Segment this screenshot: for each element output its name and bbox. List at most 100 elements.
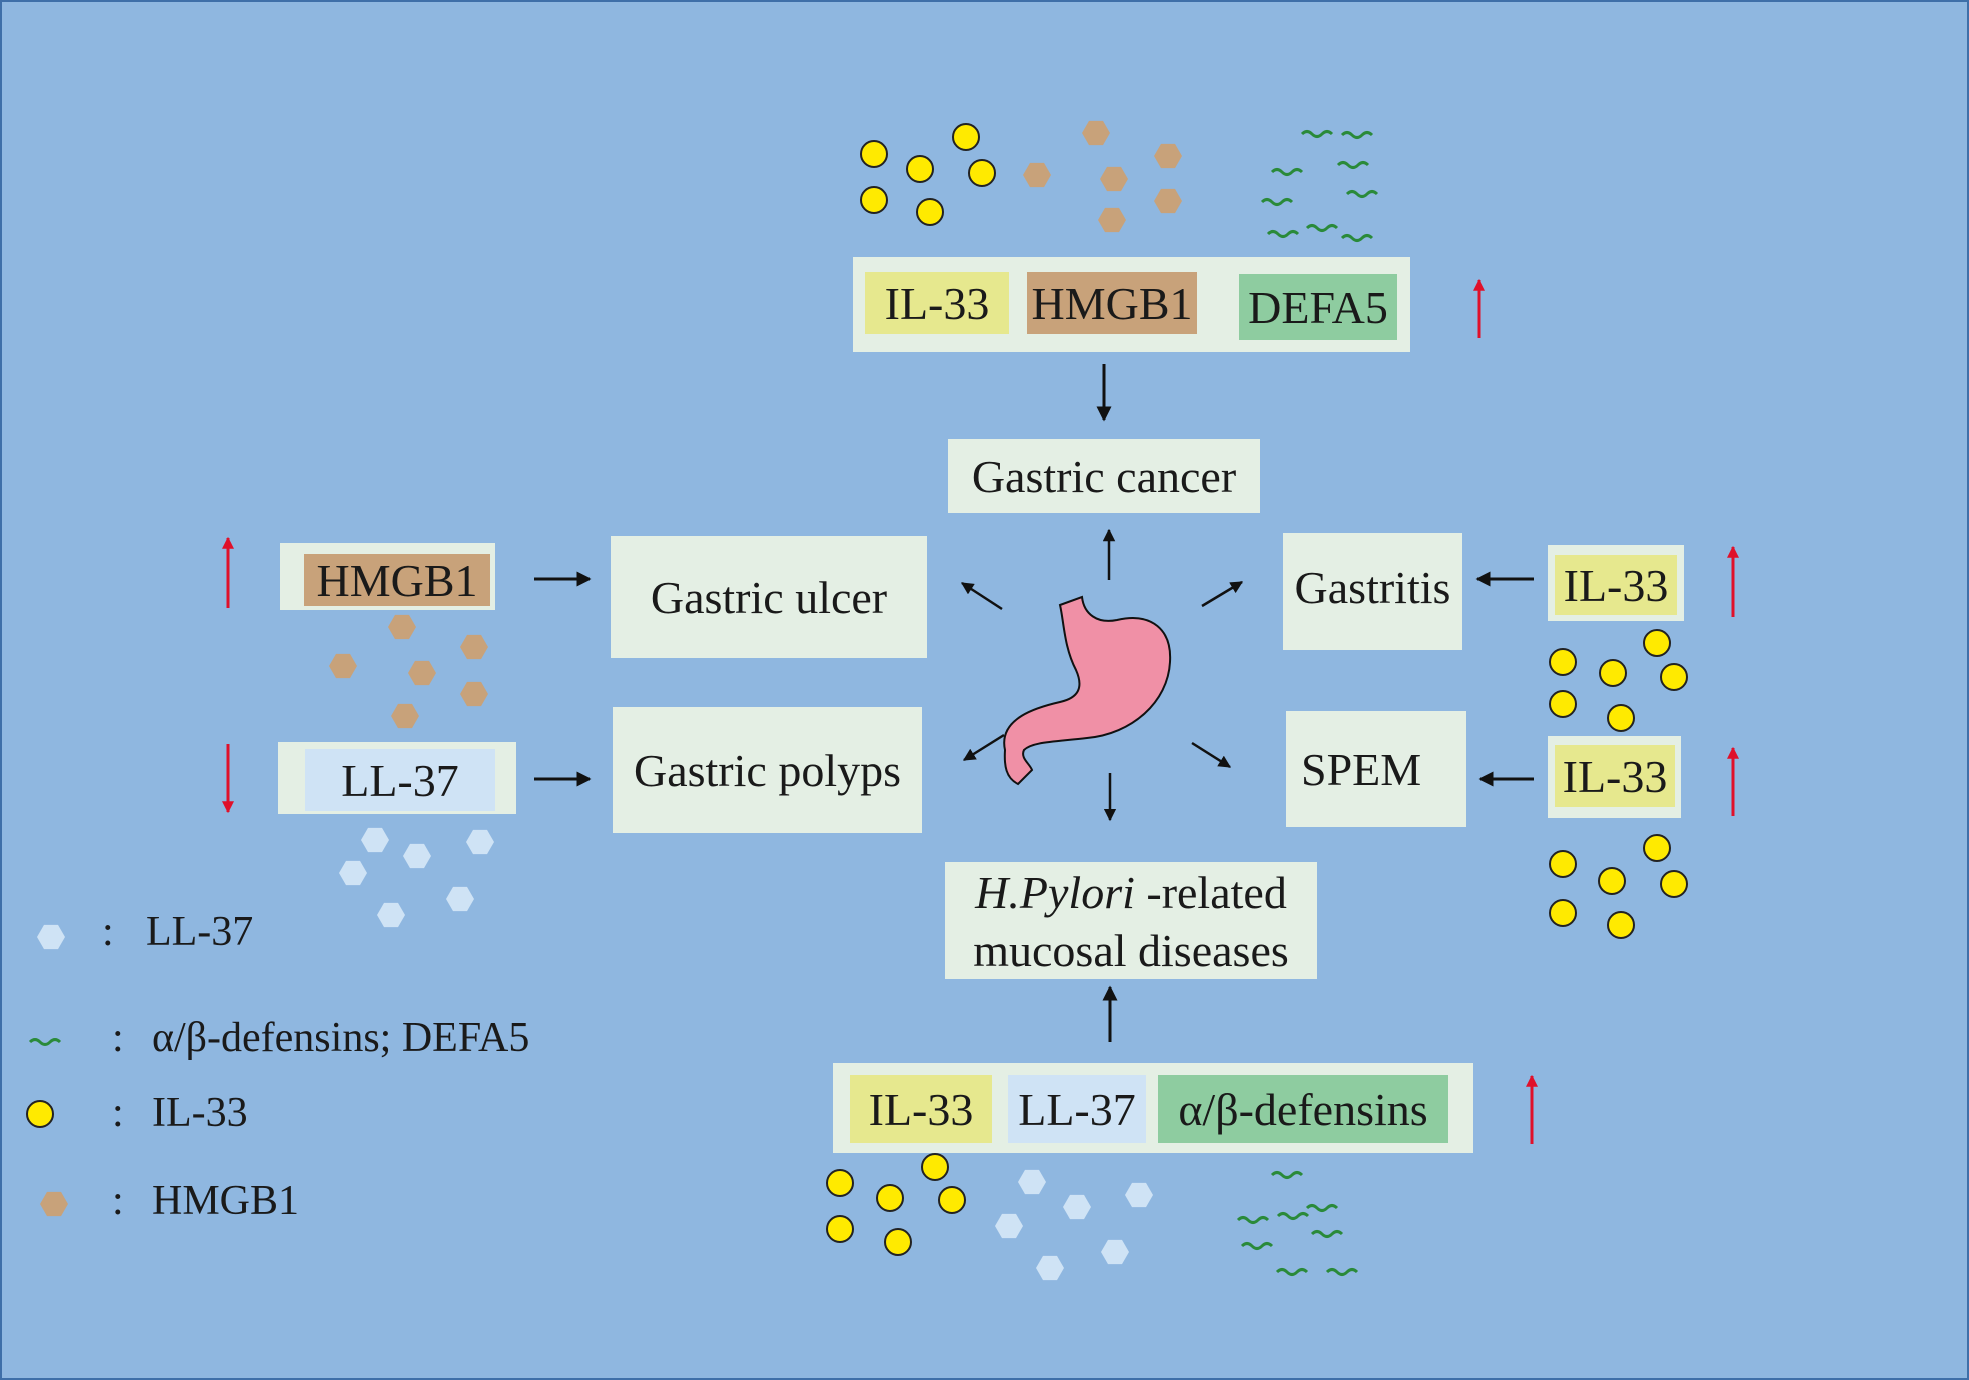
- il33-particle-icon: [1607, 704, 1635, 732]
- il33-particle-icon: [1549, 648, 1577, 676]
- hpylori-disease-box: [945, 862, 1317, 979]
- marker-il33: IL-33: [865, 272, 1009, 334]
- hmgb1-particle-icon: [40, 1191, 68, 1217]
- defensin-particle-icon: [1236, 1216, 1270, 1224]
- ll37-particle-icon: [466, 829, 494, 855]
- marker-hmgb1: HMGB1: [304, 554, 490, 606]
- il33-particle-icon: [1549, 690, 1577, 718]
- ll37-particle-icon: [1018, 1169, 1046, 1195]
- marker-il33: IL-33: [1555, 555, 1677, 615]
- hmgb1-particle-icon: [1154, 143, 1182, 169]
- ll37-particle-icon: [1101, 1239, 1129, 1265]
- hmgb1-particle-icon: [391, 703, 419, 729]
- ll37-particle-icon: [377, 902, 405, 928]
- hmgb1-particle-icon: [1023, 162, 1051, 188]
- hpylori-related-suffix: -related: [1134, 866, 1287, 918]
- ll37-particle-icon: [446, 886, 474, 912]
- il33-particle-icon: [1660, 870, 1688, 898]
- legend-label-defensin: α/β-defensins; DEFA5: [152, 1015, 530, 1061]
- defensin-particle-icon: [1260, 198, 1294, 206]
- spem-box: [1286, 711, 1466, 827]
- gastric-cancer-box: [948, 439, 1260, 513]
- defensin-particle-icon: [1240, 1242, 1274, 1250]
- il33-particle-icon: [1599, 659, 1627, 687]
- hpylori-disease-line1: H.Pylori -related: [945, 862, 1317, 922]
- hmgb1-particle-icon: [329, 653, 357, 679]
- gastric-cancer-label: Gastric cancer: [971, 450, 1237, 502]
- defensin-particle-icon: [1305, 224, 1339, 232]
- il33-particle-icon: [884, 1228, 912, 1256]
- defensin-particle-icon: [1305, 1204, 1339, 1212]
- gastric-polyps-box: [613, 707, 922, 833]
- ll37-particle-icon: [1125, 1182, 1153, 1208]
- defensin-particle-icon: [1270, 168, 1304, 176]
- marker-il33: IL-33: [850, 1075, 992, 1143]
- il33-particle-icon: [826, 1169, 854, 1197]
- il33-particle-icon: [921, 1153, 949, 1181]
- il33-particle-icon: [938, 1186, 966, 1214]
- marker-hmgb1: HMGB1: [1027, 272, 1197, 334]
- legend-label-hmgb1: HMGB1: [152, 1178, 300, 1224]
- defensin-particle-icon: [1300, 130, 1334, 138]
- defensin-particle-icon: [1275, 1268, 1309, 1276]
- ll37-particle-icon: [1036, 1255, 1064, 1281]
- il33-particle-icon: [826, 1215, 854, 1243]
- defensin-particle-icon: [1340, 131, 1374, 139]
- hmgb1-particle-icon: [1100, 166, 1128, 192]
- defensin-particle-icon: [1325, 1268, 1359, 1276]
- legend-sep-il33: :: [112, 1090, 124, 1136]
- gastritis-label: Gastritis: [1294, 561, 1451, 613]
- ll37-particle-icon: [403, 843, 431, 869]
- marker-defa5: DEFA5: [1239, 274, 1397, 340]
- il33-particle-icon: [916, 198, 944, 226]
- defensin-particle-icon: [1276, 1212, 1310, 1220]
- il33-particle-icon: [1607, 911, 1635, 939]
- defensin-particle-icon: [1310, 1230, 1344, 1238]
- il33-particle-icon: [1643, 629, 1671, 657]
- arrow-to-spem: [1191, 741, 1232, 769]
- stomach-icon: [1003, 595, 1172, 786]
- hmgb1-particle-icon: [408, 660, 436, 686]
- defensin-particle-icon: [1345, 190, 1379, 198]
- defensin-particle-icon: [28, 1038, 62, 1046]
- gastritis-box: [1283, 533, 1462, 650]
- il33-particle-icon: [26, 1100, 54, 1128]
- hmgb1-particle-icon: [460, 681, 488, 707]
- ll37-particle-icon: [339, 860, 367, 886]
- marker-defensins: α/β-defensins: [1158, 1075, 1448, 1143]
- il33-particle-icon: [876, 1184, 904, 1212]
- gastric-ulcer-label: Gastric ulcer: [650, 571, 888, 623]
- il33-particle-icon: [906, 155, 934, 183]
- hpylori-disease-line2: mucosal diseases: [973, 924, 1289, 976]
- arrow-to-ulcer: [960, 581, 1003, 611]
- il33-particle-icon: [952, 123, 980, 151]
- marker-ll37: LL-37: [1008, 1075, 1146, 1143]
- il33-particle-icon: [1660, 663, 1688, 691]
- il33-particle-icon: [860, 186, 888, 214]
- legend-sep-defensin: :: [112, 1015, 124, 1061]
- arrow-to-gastritis: [1201, 580, 1244, 608]
- il33-particle-icon: [1549, 850, 1577, 878]
- ll37-particle-icon: [37, 924, 65, 950]
- spem-label: SPEM: [1301, 744, 1422, 795]
- marker-ll37: LL-37: [305, 749, 495, 811]
- defensin-particle-icon: [1336, 161, 1370, 169]
- hmgb1-particle-icon: [1082, 120, 1110, 146]
- gastric-polyps-label: Gastric polyps: [633, 744, 901, 796]
- il33-particle-icon: [860, 140, 888, 168]
- ll37-particle-icon: [995, 1213, 1023, 1239]
- legend-label-ll37: LL-37: [146, 909, 254, 955]
- il33-particle-icon: [968, 159, 996, 187]
- legend-label-il33: IL-33: [152, 1090, 248, 1136]
- legend-sep-ll37: :: [102, 909, 114, 955]
- hmgb1-particle-icon: [388, 614, 416, 640]
- hmgb1-particle-icon: [1154, 188, 1182, 214]
- ll37-particle-icon: [361, 827, 389, 853]
- hpylori-name: H.Pylori: [975, 866, 1135, 918]
- marker-il33: IL-33: [1555, 745, 1675, 807]
- legend-sep-hmgb1: :: [112, 1178, 124, 1224]
- il33-particle-icon: [1643, 834, 1671, 862]
- arrow-to-polyps: [962, 733, 1005, 762]
